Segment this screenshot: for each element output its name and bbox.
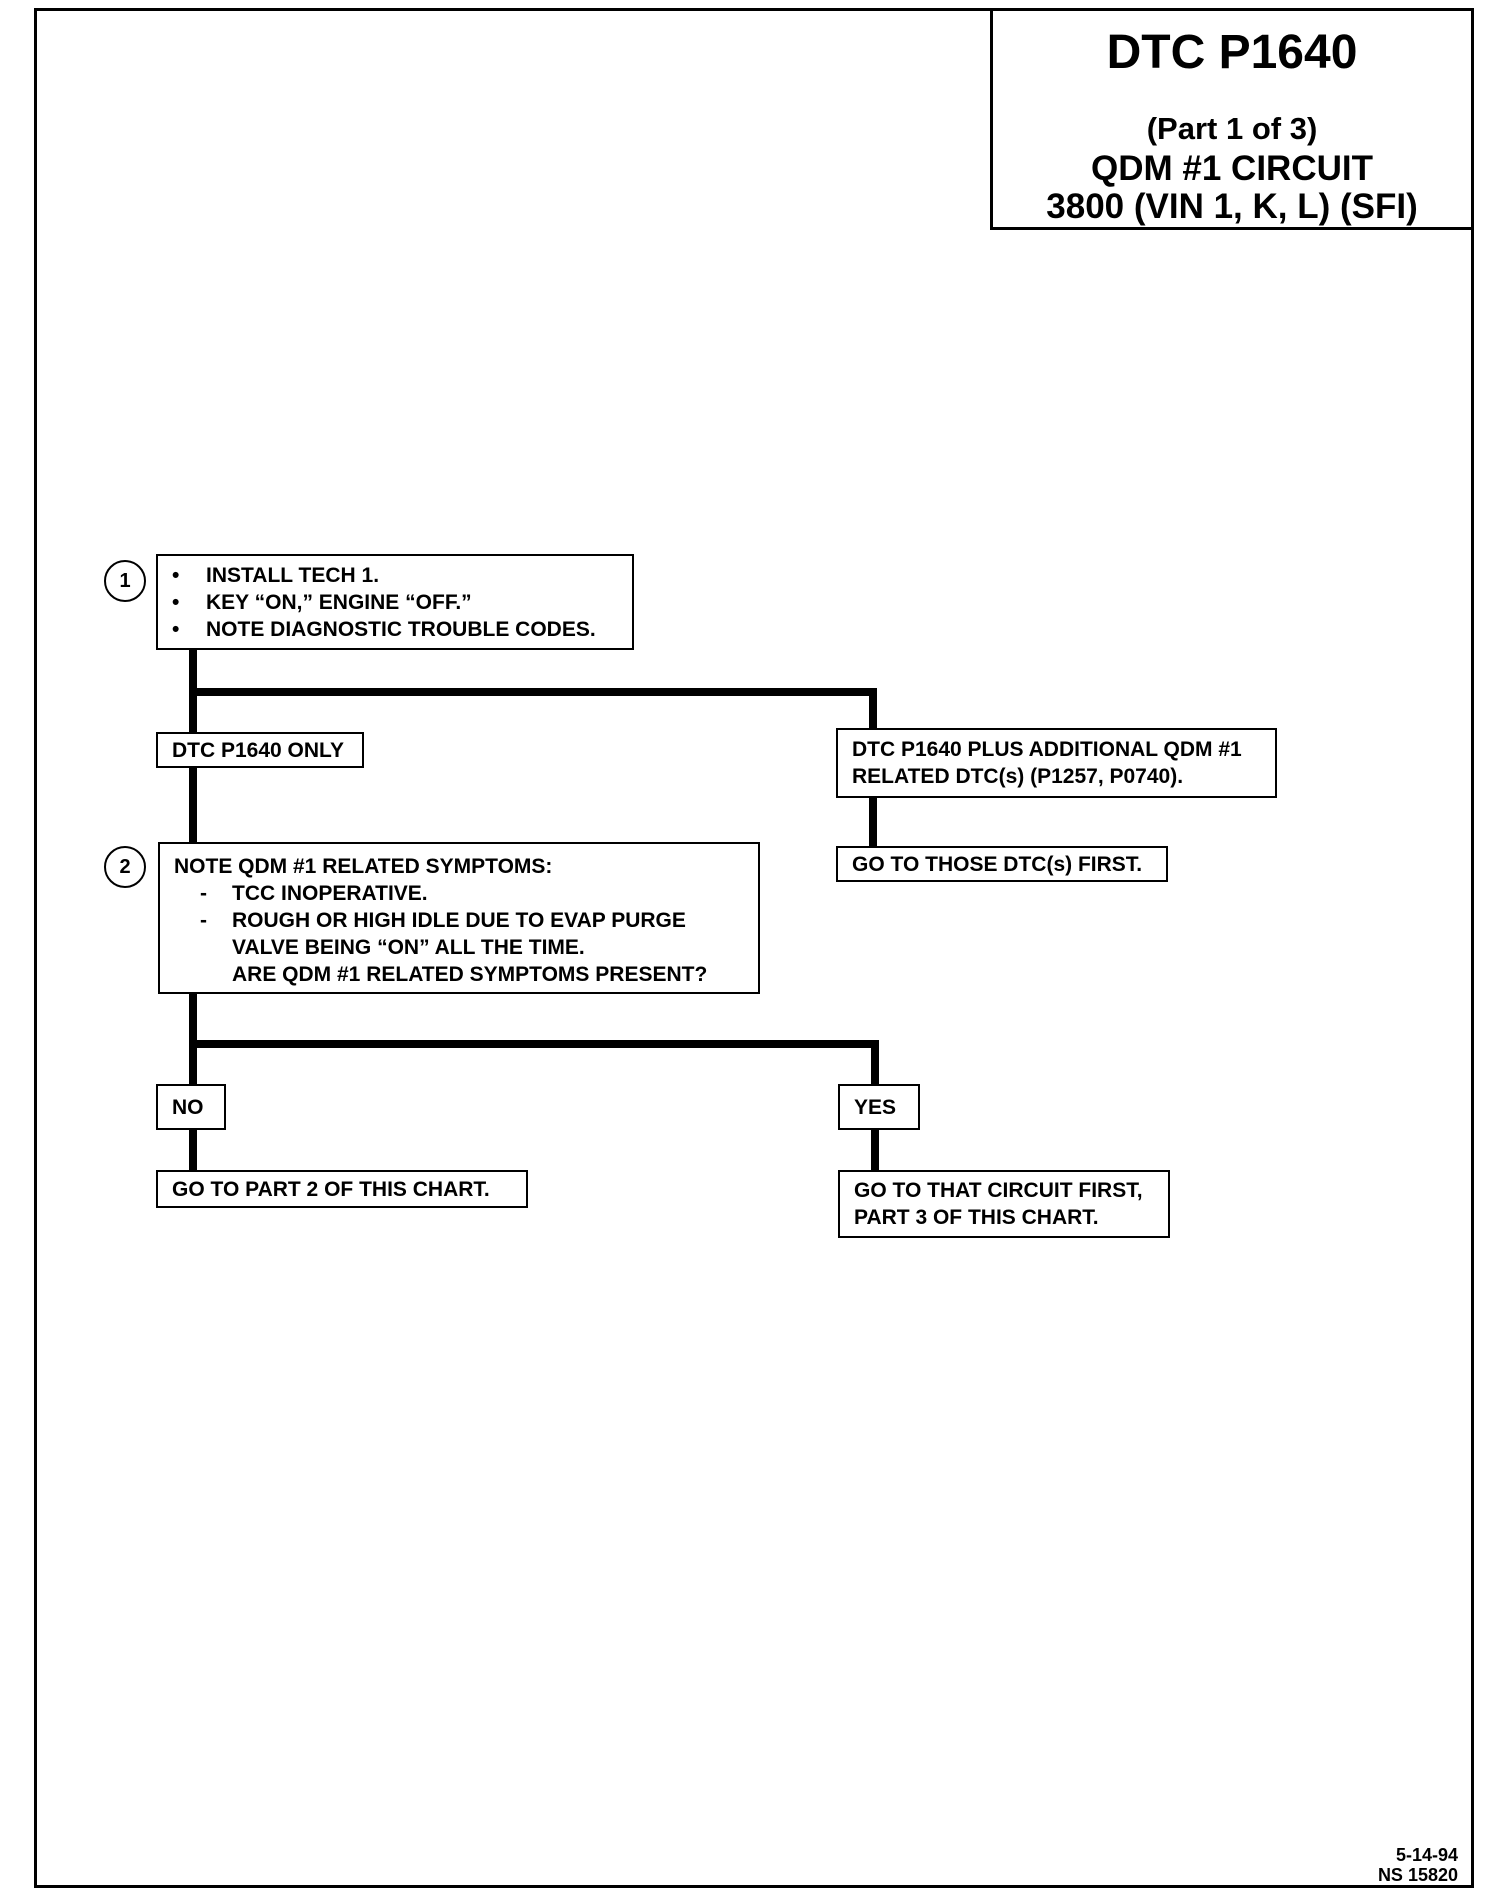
step-1-text: KEY “ON,” ENGINE “OFF.”	[206, 591, 472, 614]
step-1-text: NOTE DIAGNOSTIC TROUBLE CODES.	[206, 618, 596, 641]
dtc-plus-line: RELATED DTC(s) (P1257, P0740).	[852, 765, 1184, 788]
bullet-icon: •	[172, 618, 180, 641]
go-to-part-3-box: GO TO THAT CIRCUIT FIRST, PART 3 OF THIS…	[838, 1170, 1170, 1238]
part-label: (Part 1 of 3)	[1146, 111, 1318, 146]
no-label: NO	[172, 1096, 204, 1119]
page-frame	[34, 8, 1474, 1888]
step-1-item: • NOTE DIAGNOSTIC TROUBLE CODES.	[172, 616, 618, 643]
step-1-item: • KEY “ON,” ENGINE “OFF.”	[172, 589, 618, 616]
step-1-box: • INSTALL TECH 1. • KEY “ON,” ENGINE “OFF.…	[156, 554, 634, 650]
connector-line	[189, 688, 877, 696]
step-2-text: ROUGH OR HIGH IDLE DUE TO EVAP PURGE	[232, 909, 686, 932]
dtc-only-label: DTC P1640 ONLY	[172, 739, 344, 762]
step-2-item: - TCC INOPERATIVE.	[174, 880, 744, 907]
connector-line	[869, 796, 877, 848]
connector-line	[189, 1128, 197, 1170]
go-to-part-3-line: GO TO THAT CIRCUIT FIRST,	[854, 1179, 1143, 1202]
go-to-dtcs-label: GO TO THOSE DTC(s) FIRST.	[852, 853, 1143, 876]
step-2-intro: NOTE QDM #1 RELATED SYMPTOMS:	[174, 855, 553, 878]
go-to-part-2-label: GO TO PART 2 OF THIS CHART.	[172, 1178, 490, 1201]
dtc-plus-line: DTC P1640 PLUS ADDITIONAL QDM #1	[852, 738, 1242, 761]
step-2-item: - ROUGH OR HIGH IDLE DUE TO EVAP PURGE	[174, 907, 744, 934]
no-box: NO	[156, 1084, 226, 1130]
page-title: DTC P1640	[1106, 26, 1358, 79]
document-code: NS 15820	[1377, 1865, 1458, 1885]
dtc-only-box: DTC P1640 ONLY	[156, 732, 364, 768]
connector-line	[189, 992, 197, 1086]
connector-line	[871, 1128, 879, 1170]
dtc-plus-box: DTC P1640 PLUS ADDITIONAL QDM #1 RELATED…	[836, 728, 1277, 798]
revision-date: 5-14-94	[1395, 1845, 1458, 1865]
step-1-marker: 1	[104, 560, 146, 602]
step-2-marker: 2	[104, 846, 146, 888]
go-to-part-3-line: PART 3 OF THIS CHART.	[854, 1206, 1099, 1229]
connector-line	[869, 688, 877, 728]
step-2-box: NOTE QDM #1 RELATED SYMPTOMS: - TCC INOPE…	[158, 842, 760, 994]
title-block: DTC P1640 (Part 1 of 3) QDM #1 CIRCUIT 3…	[990, 8, 1474, 230]
circuit-label: QDM #1 CIRCUIT	[1091, 149, 1373, 188]
dash-icon: -	[200, 882, 207, 905]
yes-box: YES	[838, 1084, 920, 1130]
engine-label: 3800 (VIN 1, K, L) (SFI)	[1046, 187, 1418, 226]
step-2-text: TCC INOPERATIVE.	[232, 882, 428, 905]
yes-label: YES	[854, 1096, 897, 1119]
connector-line	[189, 766, 197, 844]
bullet-icon: •	[172, 591, 180, 614]
connector-line	[189, 1040, 879, 1048]
dash-icon: -	[200, 909, 207, 932]
step-1-text: INSTALL TECH 1.	[206, 564, 380, 587]
footer: 5-14-94 NS 15820	[1378, 1845, 1458, 1885]
bullet-icon: •	[172, 564, 180, 587]
step-1-item: • INSTALL TECH 1.	[172, 562, 618, 589]
connector-line	[871, 1040, 879, 1086]
go-to-dtcs-box: GO TO THOSE DTC(s) FIRST.	[836, 846, 1168, 882]
step-2-text: ARE QDM #1 RELATED SYMPTOMS PRESENT?	[232, 963, 708, 986]
go-to-part-2-box: GO TO PART 2 OF THIS CHART.	[156, 1170, 528, 1208]
step-2-text: VALVE BEING “ON” ALL THE TIME.	[232, 936, 585, 959]
